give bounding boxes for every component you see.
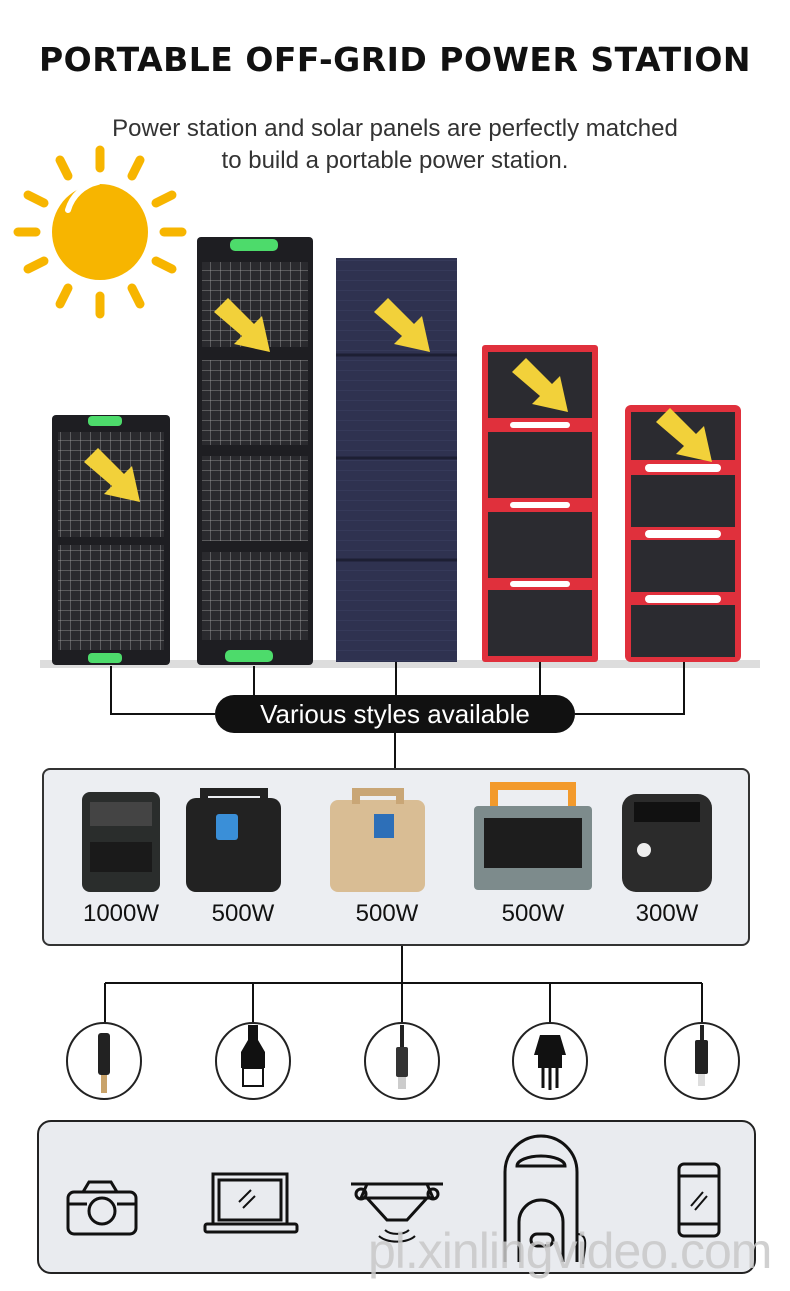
station-watt-2: 500W (211, 900, 275, 927)
ac-plug-icon (534, 1035, 566, 1090)
station-watt-4: 500W (501, 900, 565, 927)
dc-barrel-plug-icon (98, 1033, 110, 1093)
camera-icon (66, 1180, 138, 1236)
panel-connector-lines (104, 662, 703, 1028)
station-watt-1: 1000W (82, 900, 160, 927)
power-station-1000w (82, 792, 160, 892)
power-stations-panel: 1000W 500W 500W 500W 300W (42, 768, 750, 946)
laptop-icon (203, 1172, 299, 1234)
station-watt-3: 500W (355, 900, 419, 927)
lightning-plug-icon (695, 1025, 708, 1086)
connector-ovals (66, 1022, 740, 1100)
subtitle-line-1: Power station and solar panels are perfe… (112, 115, 678, 142)
station-watt-5: 300W (635, 900, 699, 927)
power-station-500w-black (186, 788, 281, 892)
solar-panel-4 (482, 345, 598, 662)
solar-panel-2 (197, 237, 313, 665)
usb-a-plug-icon (241, 1025, 265, 1087)
usb-c-plug-icon (396, 1025, 408, 1089)
subtitle-line-2: to build a portable power station. (221, 147, 569, 174)
power-station-images (82, 782, 712, 892)
ground-shadow (40, 660, 760, 668)
device-icons (66, 1134, 721, 1265)
devices-panel (37, 1120, 756, 1274)
power-station-300w (622, 794, 712, 892)
solar-panel-1 (52, 415, 170, 665)
sun-icon (13, 145, 187, 319)
styles-available-badge: Various styles available (215, 695, 575, 733)
power-station-500w-orange (474, 782, 592, 890)
power-station-500w-tan (330, 788, 425, 892)
page-title: PORTABLE OFF-GRID POWER STATION (38, 40, 752, 79)
sunlight-arrows (84, 298, 712, 502)
drone-icon (351, 1182, 443, 1243)
smartphone-icon (677, 1162, 721, 1238)
rice-cooker-icon (503, 1134, 587, 1265)
watermark: pl.xinlingvideo.com (368, 1223, 772, 1279)
